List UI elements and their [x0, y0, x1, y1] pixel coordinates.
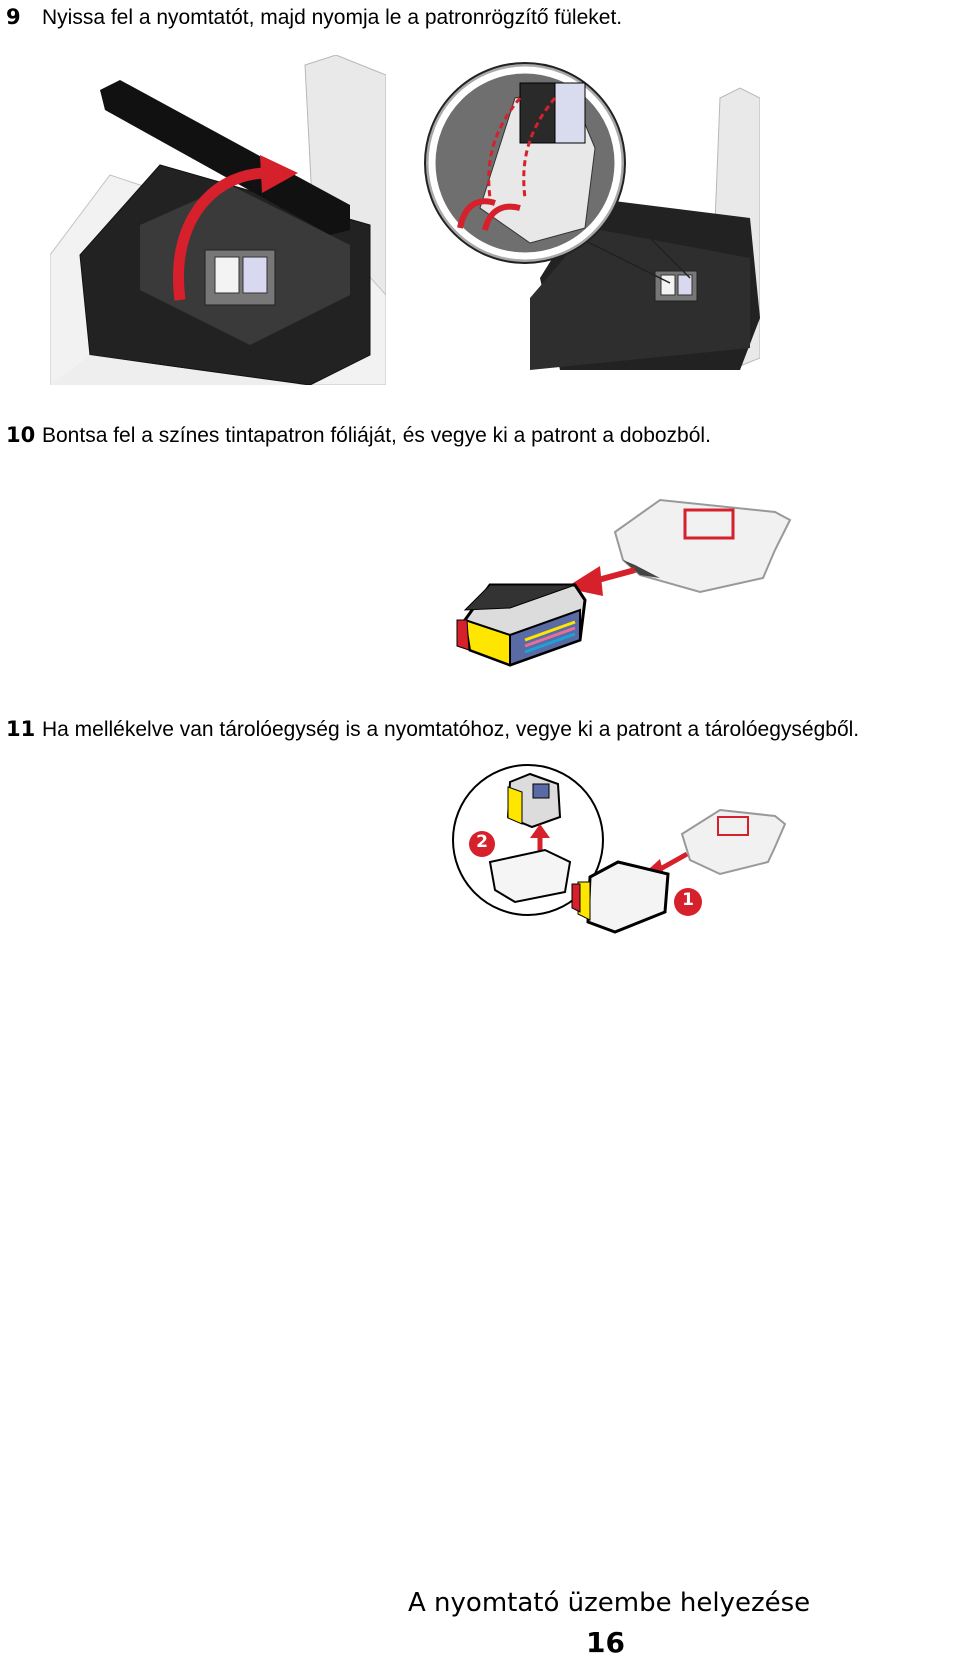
step-10: 10 Bontsa fel a színes tintapatron fóliáj…: [6, 422, 711, 449]
step-11: 11 Ha mellékelve van tárolóegység is a ny…: [6, 716, 859, 743]
open-printer-illustration: [50, 55, 386, 385]
storage-unit-illustration: [452, 764, 787, 934]
footer-title: A nyomtató üzembe helyezése: [408, 1588, 811, 1618]
step-number: 11: [6, 717, 36, 741]
step-text: Bontsa fel a színes tintapatron fóliáját…: [42, 424, 711, 447]
unpack-cartridge-illustration: [456, 498, 792, 667]
callout-two-label: 2: [476, 832, 488, 852]
page-number: 16: [586, 1626, 625, 1659]
step-number: 10: [6, 423, 36, 447]
step-9: 9 Nyissa fel a nyomtatót, majd nyomja le …: [6, 4, 622, 31]
callout-one: [674, 888, 702, 916]
callout-two: [469, 831, 495, 857]
step-text: Ha mellékelve van tárolóegység is a nyom…: [42, 718, 860, 741]
cartridge-latch-illustration: [424, 62, 760, 370]
callout-one-label: 1: [682, 890, 694, 910]
step-text: Nyissa fel a nyomtatót, majd nyomja le a…: [42, 6, 623, 29]
step-number: 9: [6, 5, 21, 29]
